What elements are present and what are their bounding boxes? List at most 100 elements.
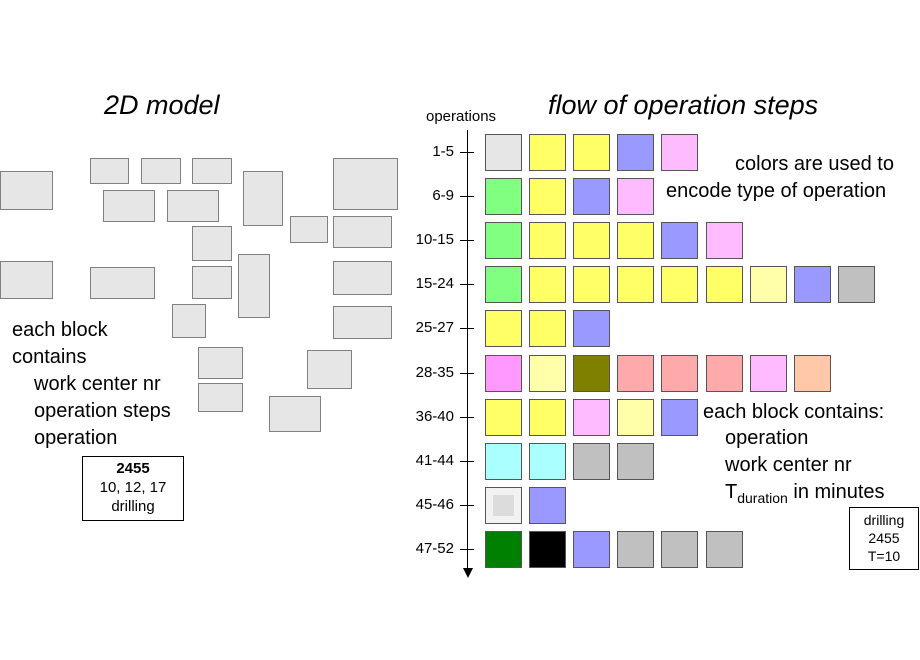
model-block [192, 266, 232, 299]
axis-tick [460, 549, 474, 550]
row-label: 15-24 [415, 275, 454, 292]
operation-block [529, 222, 566, 259]
operation-block [485, 266, 522, 303]
operation-block [485, 399, 522, 436]
operation-block [485, 134, 522, 171]
model-block [167, 190, 219, 222]
operation-block [529, 399, 566, 436]
operation-block [485, 487, 522, 524]
axis-tick [460, 373, 474, 374]
operation-block [573, 355, 610, 392]
axis-tick [460, 505, 474, 506]
model-block [333, 261, 392, 295]
left-title: 2D model [104, 90, 220, 120]
left-desc-line-3: work center nr [34, 373, 161, 395]
operation-block [661, 531, 698, 568]
axis-tick [460, 240, 474, 241]
operation-block [485, 178, 522, 215]
right-legend-box: drilling 2455 T=10 [849, 507, 919, 570]
model-block [103, 190, 155, 222]
operation-block [485, 310, 522, 347]
right-legend-workcenter: 2455 [868, 530, 900, 546]
operation-block [573, 399, 610, 436]
operation-block [529, 310, 566, 347]
left-legend-workcenter: 2455 [116, 460, 150, 477]
left-legend-steps: 10, 12, 17 [99, 479, 167, 496]
operation-block [617, 134, 654, 171]
left-desc-line-5: operation [34, 427, 118, 449]
operation-block [485, 355, 522, 392]
operation-block [529, 134, 566, 171]
axis-tick [460, 284, 474, 285]
model-block [198, 347, 243, 379]
operation-block [750, 355, 787, 392]
operation-block [617, 355, 654, 392]
axis-tick [460, 196, 474, 197]
operation-block [573, 531, 610, 568]
model-block [172, 304, 206, 338]
model-block [141, 158, 181, 184]
model-block [243, 171, 283, 226]
note-block-line-3: work center nr [725, 454, 852, 476]
operation-block [794, 266, 831, 303]
operation-block [529, 355, 566, 392]
operation-block [661, 399, 698, 436]
row-label: 10-15 [415, 231, 454, 248]
right-legend-operation: drilling [863, 512, 905, 528]
model-block [198, 383, 243, 412]
row-label: 1-5 [432, 143, 454, 160]
right-title: flow of operation steps [548, 90, 819, 120]
note-colors-line-1: colors are used to [735, 153, 894, 175]
operation-block [573, 266, 610, 303]
operation-block [706, 266, 743, 303]
model-block [269, 396, 321, 432]
model-block [0, 261, 53, 299]
operation-block [750, 266, 787, 303]
operation-block [706, 531, 743, 568]
axis-line [467, 130, 468, 570]
operation-block [794, 355, 831, 392]
operation-block [529, 178, 566, 215]
axis-tick [460, 461, 474, 462]
operation-block [661, 355, 698, 392]
model-block [333, 216, 392, 248]
row-label: 6-9 [432, 187, 454, 204]
row-label: 36-40 [415, 408, 454, 425]
note-block-line-4: Tduration in minutes [725, 479, 885, 512]
operation-block [573, 443, 610, 480]
tduration-rest: in minutes [787, 481, 885, 503]
axis-arrow-icon [463, 568, 473, 578]
tduration-t: T [725, 481, 738, 503]
model-block [90, 158, 129, 184]
operation-block [573, 310, 610, 347]
model-block [290, 216, 328, 243]
operation-block [706, 355, 743, 392]
operation-block [573, 178, 610, 215]
operation-block [617, 178, 654, 215]
operation-block [617, 531, 654, 568]
note-block-line-1: each block contains: [703, 401, 885, 423]
model-block [333, 306, 392, 339]
left-desc-line-2: contains [12, 346, 87, 368]
axis-tick [460, 328, 474, 329]
note-block-line-2: operation [725, 427, 809, 449]
operation-block [573, 222, 610, 259]
left-desc-line-1: each block [12, 319, 108, 341]
operation-block [617, 399, 654, 436]
note-colors-line-2: encode type of operation [666, 180, 887, 202]
operation-block [529, 443, 566, 480]
operation-block [661, 266, 698, 303]
operation-block [617, 443, 654, 480]
model-block [307, 350, 352, 389]
row-label: 45-46 [415, 496, 454, 513]
left-legend-operation: drilling [111, 498, 155, 515]
operation-block [706, 222, 743, 259]
model-block [238, 254, 270, 318]
row-label: 47-52 [415, 540, 454, 557]
model-block [333, 158, 398, 210]
row-label: 41-44 [415, 452, 454, 469]
model-block [90, 267, 155, 299]
right-legend-duration: T=10 [867, 548, 901, 564]
model-block [192, 158, 232, 184]
axis-label: operations [426, 108, 497, 125]
